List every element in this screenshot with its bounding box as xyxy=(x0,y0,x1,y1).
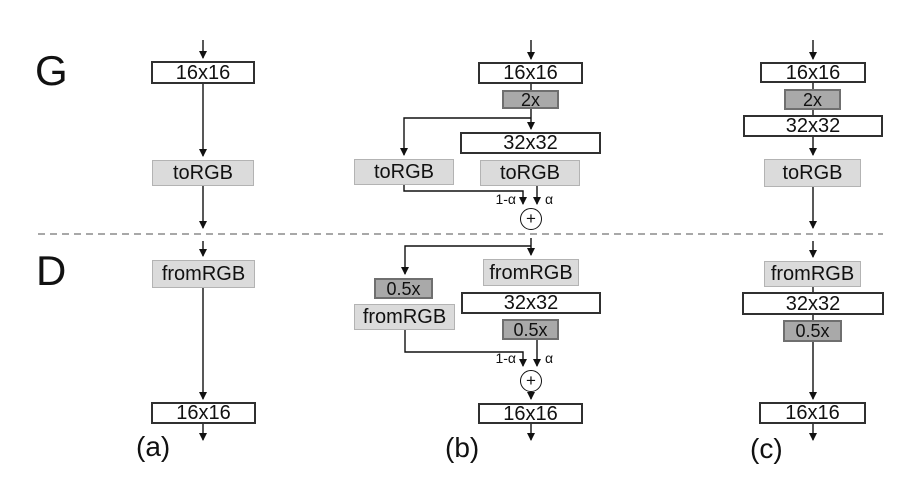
col-c-generator-torgb: toRGB xyxy=(764,159,861,187)
col-a-generator-16x16-block: 16x16 xyxy=(151,61,255,84)
col-c-discriminator-32x32-block: 32x32 xyxy=(742,292,884,315)
col-a-discriminator-fromrgb: fromRGB xyxy=(152,260,255,288)
col-b-discriminator-16x16-block: 16x16 xyxy=(478,403,583,424)
col-b-generator-torgb-new: toRGB xyxy=(480,160,580,186)
col-b-discriminator-downsample-new: 0.5x xyxy=(502,319,559,340)
caption-b: (b) xyxy=(445,432,480,463)
col-b-discriminator-fromrgb-new: fromRGB xyxy=(483,259,579,286)
caption-c: (c) xyxy=(750,433,783,464)
col-b-discriminator-sum-node: + xyxy=(520,370,542,392)
col-b-generator-weight-alpha: α xyxy=(545,191,554,207)
col-b-generator-16x16-block: 16x16 xyxy=(478,62,583,84)
col-c-generator-32x32-block: 32x32 xyxy=(743,115,883,137)
col-b-generator-sum-node: + xyxy=(520,208,542,230)
col-a-discriminator-16x16-block: 16x16 xyxy=(151,402,256,424)
col-c-generator-upsample-2x: 2x xyxy=(784,89,841,110)
col-b-generator-weight-1-minus-alpha: 1-α xyxy=(495,191,516,207)
caption-a: (a) xyxy=(136,431,171,462)
col-b-discriminator-fromrgb-old: fromRGB xyxy=(354,304,455,330)
col-c-discriminator-downsample: 0.5x xyxy=(783,320,842,342)
col-b-generator-torgb-old: toRGB xyxy=(354,159,454,185)
col-c-discriminator-fromrgb: fromRGB xyxy=(764,261,861,287)
generator-label: G xyxy=(35,47,68,94)
discriminator-label: D xyxy=(36,247,67,294)
col-c-discriminator-16x16-block: 16x16 xyxy=(759,402,866,424)
col-b-discriminator-weight-alpha: α xyxy=(545,350,554,366)
col-b-generator-upsample-2x: 2x xyxy=(502,90,559,109)
col-a-generator-torgb: toRGB xyxy=(152,160,254,186)
col-b-generator-32x32-block: 32x32 xyxy=(460,132,601,154)
col-b-discriminator-32x32-block: 32x32 xyxy=(461,292,601,314)
col-b-discriminator-weight-1-minus-alpha: 1-α xyxy=(495,350,516,366)
col-b-discriminator-downsample-old: 0.5x xyxy=(374,278,433,299)
col-c-generator-16x16-block: 16x16 xyxy=(760,62,866,83)
